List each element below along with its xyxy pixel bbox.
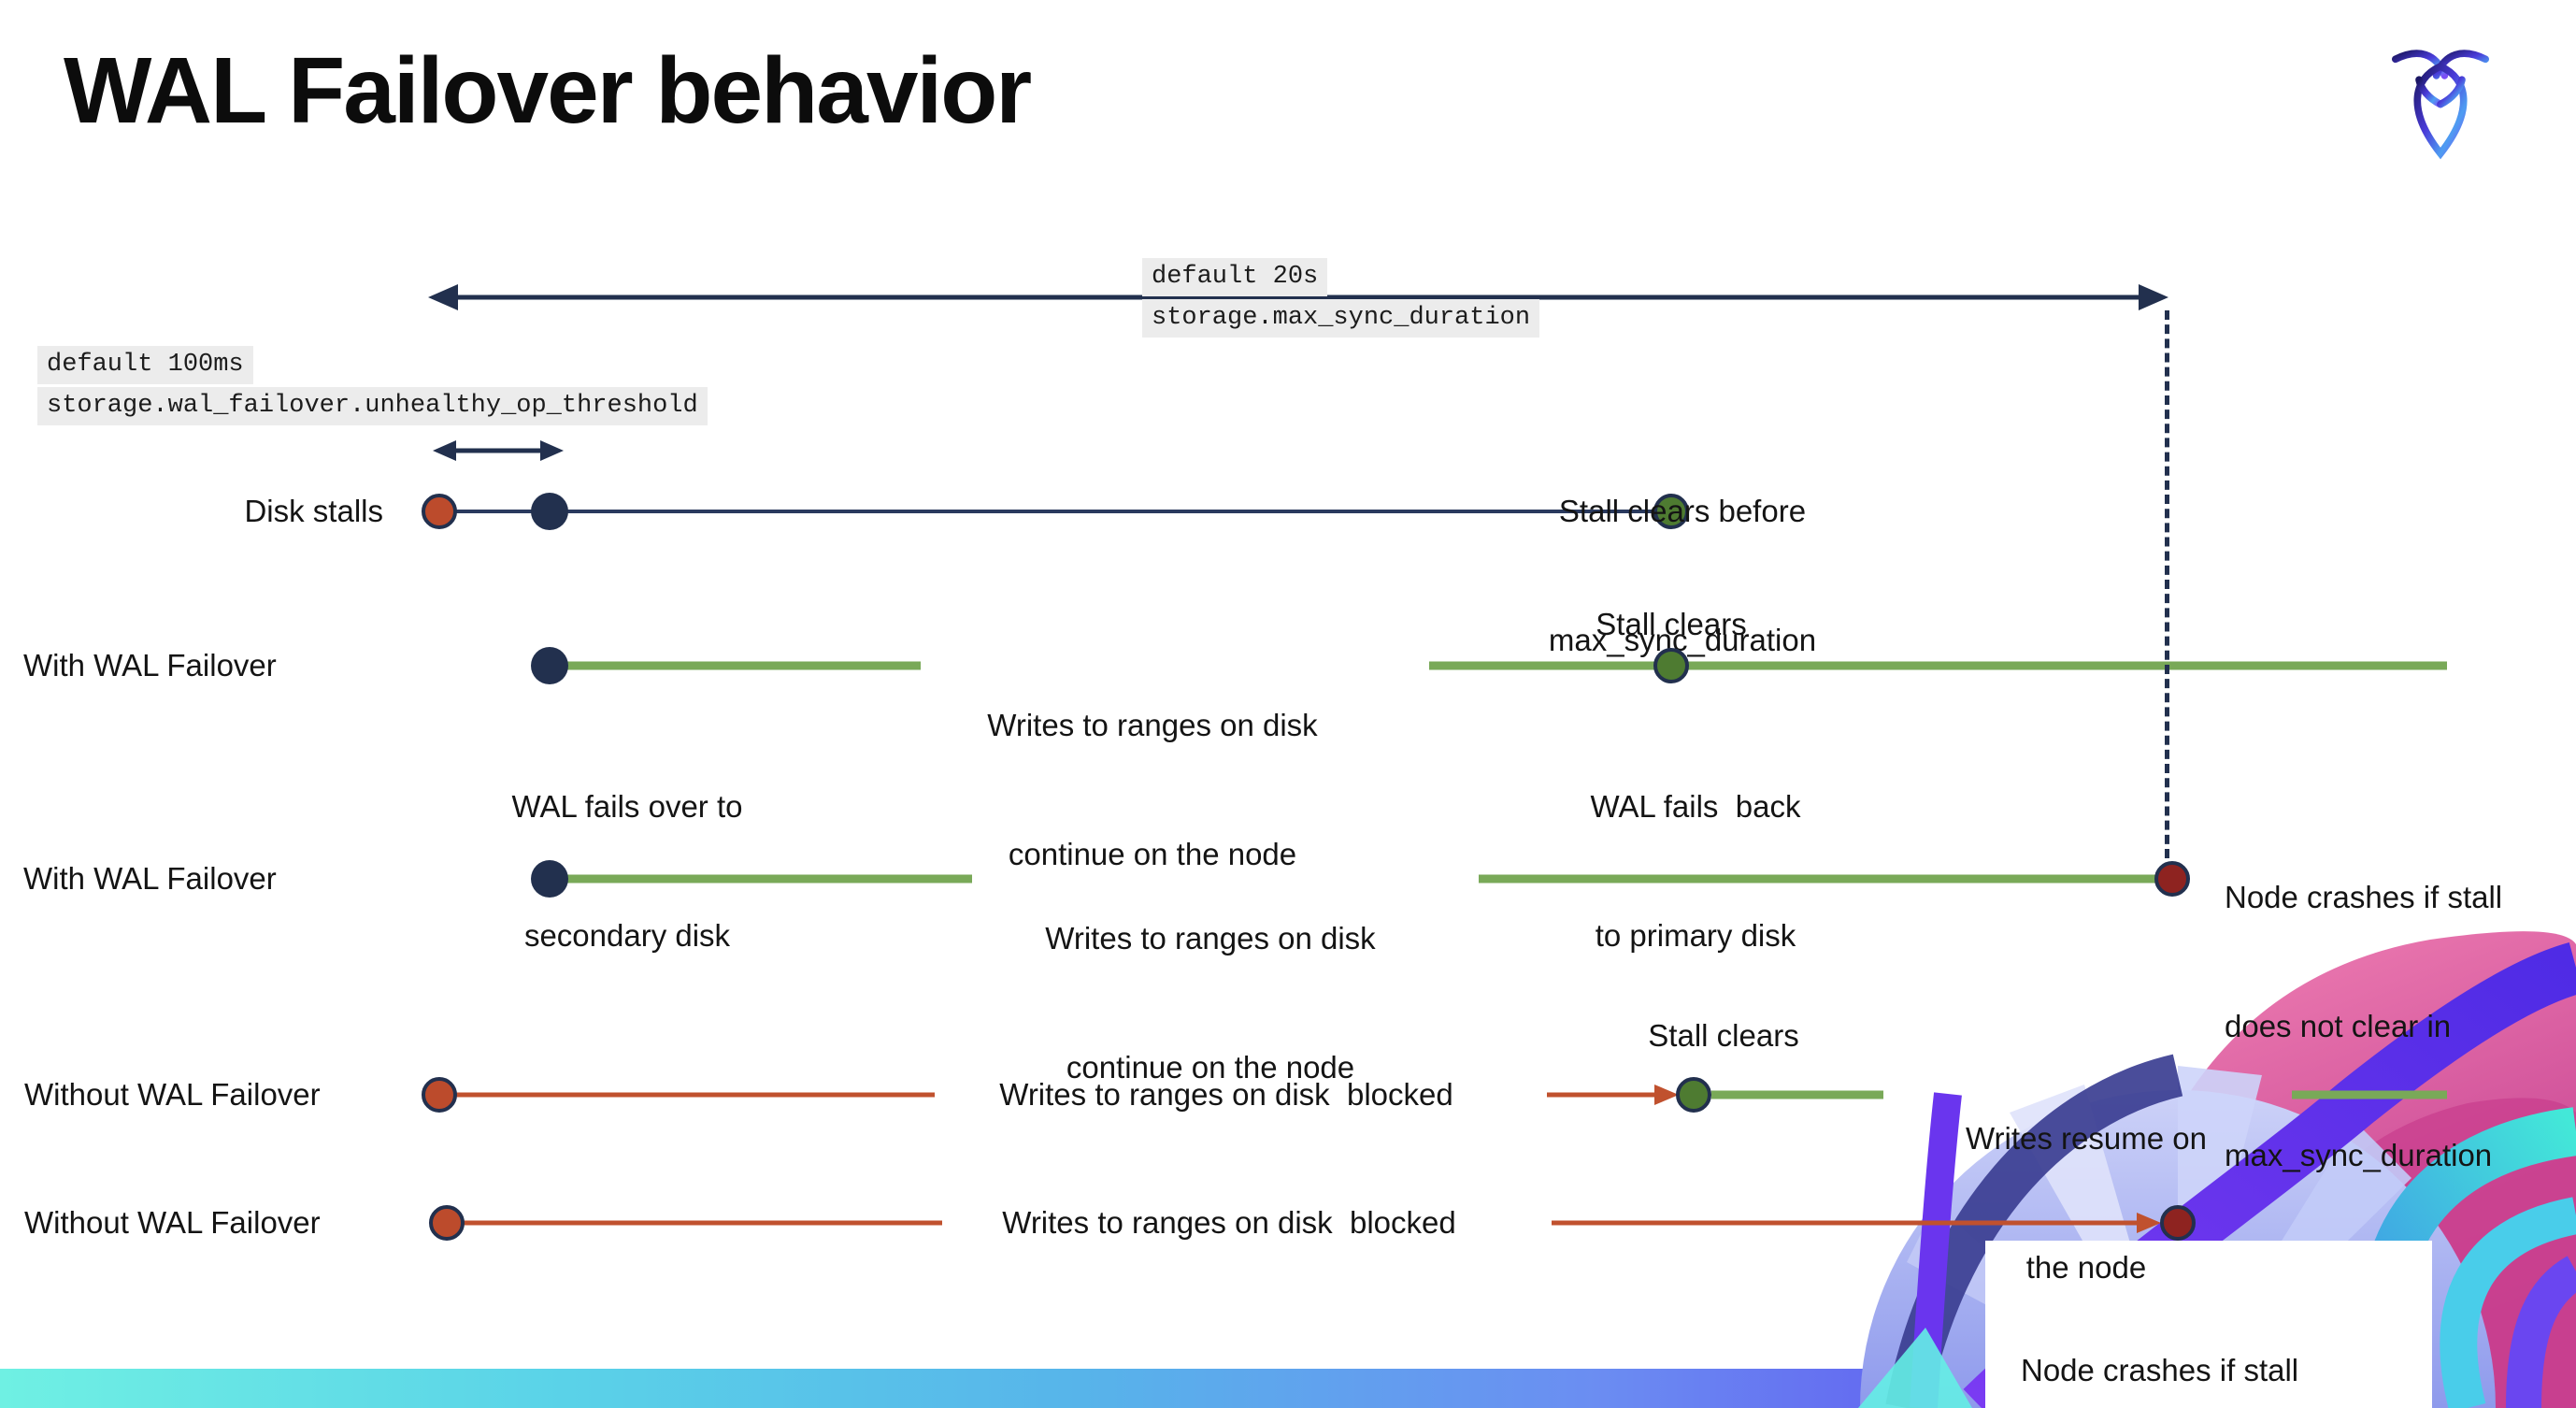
writes-blocked-text-1: Writes to ranges on disk blocked	[999, 1077, 1453, 1112]
writes-continue-text-1: Writes to ranges on disk continue on the…	[987, 708, 1318, 871]
writes-blocked-line-2a	[464, 1220, 942, 1226]
threshold-arrowhead-left-icon	[433, 440, 456, 461]
writes-continue-line-1b	[1429, 661, 2447, 670]
row-label-without-wal-failover-2: Without WAL Failover	[24, 1205, 321, 1240]
stall-start-dot-2	[422, 1077, 457, 1113]
wal-fails-over-text: WAL fails over to secondary disk	[511, 789, 743, 953]
writes-resume-line-a	[1711, 1090, 1883, 1099]
row-label-without-wal-failover-1: Without WAL Failover	[24, 1077, 321, 1112]
row-label-with-wal-failover-1: With WAL Failover	[23, 648, 277, 682]
stall-start-dot-3	[429, 1205, 465, 1241]
crash-dot-1	[2154, 861, 2190, 897]
writes-resume-text: Writes resume on the node	[1966, 1121, 2207, 1285]
writes-blocked-text-2: Writes to ranges on disk blocked	[1002, 1205, 1456, 1240]
max-sync-dashed-line	[2165, 310, 2169, 858]
stall-clears-dot-2	[1676, 1077, 1711, 1113]
disk-stall-timeline	[439, 510, 1671, 513]
red-arrowhead-icon-2	[2137, 1213, 2161, 1233]
node-crashes-text-1: Node crashes if stall does not clear in …	[2225, 880, 2503, 1172]
stall-clears-text-2: Stall clears	[1648, 1018, 1799, 1053]
writes-resume-line-b	[2292, 1090, 2447, 1099]
stall-clears-before-text: Stall clears before max_sync_duration	[1548, 494, 1817, 657]
threshold-callout: default 100ms storage.wal_failover.unhea…	[37, 346, 708, 428]
stall-start-dot	[422, 494, 457, 529]
writes-blocked-line-1b	[1547, 1092, 1659, 1098]
writes-continue-text-2: Writes to ranges on disk continue on the…	[1045, 921, 1376, 1085]
max-sync-callout: default 20s storage.max_sync_duration	[1142, 258, 1540, 340]
threshold-default-label: default 100ms	[37, 346, 253, 384]
failover-threshold-dot	[531, 493, 568, 530]
failover-dot-2	[531, 860, 568, 898]
writes-continue-line-1a	[566, 661, 921, 670]
max-sync-setting-label: storage.max_sync_duration	[1142, 299, 1540, 338]
page-title: WAL Failover behavior	[64, 38, 1032, 143]
max-sync-default-label: default 20s	[1142, 258, 1328, 296]
writes-continue-line-2a	[566, 874, 972, 884]
writes-blocked-line-1a	[456, 1092, 935, 1098]
stall-clears-dot	[1653, 494, 1689, 529]
cockroachdb-logo-icon	[2391, 50, 2490, 160]
threshold-arrow	[453, 448, 543, 453]
crash-dot-2	[2160, 1205, 2196, 1241]
failback-dot	[1653, 648, 1689, 683]
threshold-setting-label: storage.wal_failover.unhealthy_op_thresh…	[37, 387, 708, 425]
writes-blocked-line-2b	[1552, 1220, 2142, 1226]
writes-continue-line-2b	[1479, 874, 2155, 884]
max-sync-duration-arrow	[441, 295, 2157, 300]
red-arrowhead-icon-1	[1654, 1085, 1679, 1105]
row-label-with-wal-failover-2: With WAL Failover	[23, 861, 277, 896]
failover-dot-1	[531, 647, 568, 684]
threshold-arrowhead-right-icon	[540, 440, 564, 461]
stall-clears-text-1: Stall clears	[1596, 607, 1747, 641]
row-label-disk-stalls: Disk stalls	[244, 494, 383, 528]
node-crashes-text-2: Node crashes if stall does not clear in …	[2021, 1353, 2299, 1387]
wal-fails-back-text: WAL fails back to primary disk	[1590, 789, 1801, 953]
node-crashes-note-box: Node crashes if stall does not clear in …	[1985, 1241, 2432, 1408]
